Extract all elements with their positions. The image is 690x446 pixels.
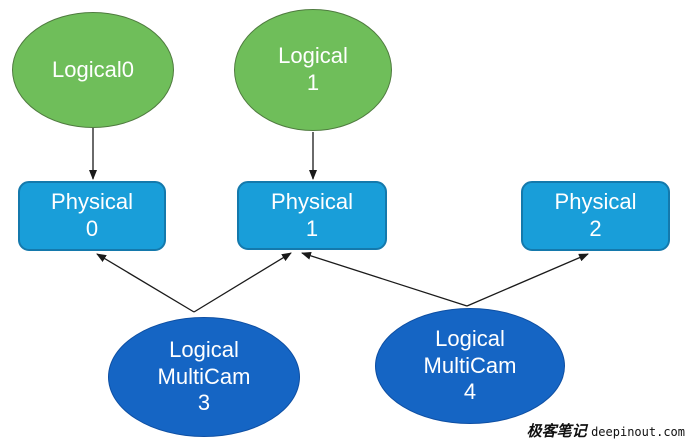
watermark-chinese: 极客笔记 — [526, 424, 587, 440]
edge-multicam3-physical1 — [193, 252, 292, 313]
node-multicam-3-label: Logical MultiCam 3 — [157, 336, 251, 416]
node-logical-1-label: Logical 1 — [278, 43, 348, 95]
node-multicam-4: Logical MultiCam 4 — [375, 308, 565, 424]
node-logical-0-label: Logical0 — [52, 56, 134, 82]
edge-multicam4-physical1 — [301, 251, 468, 307]
node-physical-0: Physical 0 — [18, 181, 166, 251]
node-logical-1: Logical 1 — [234, 9, 392, 131]
node-physical-0-label: Physical 0 — [51, 189, 133, 241]
edge-multicam3-physical0 — [96, 253, 195, 313]
node-multicam-3: Logical MultiCam 3 — [108, 317, 300, 437]
watermark-domain: deepinout.com — [591, 425, 685, 439]
node-logical-0: Logical0 — [12, 12, 174, 128]
node-physical-2-label: Physical 2 — [554, 189, 637, 241]
node-physical-1-label: Physical 1 — [271, 188, 353, 241]
edge-multicam4-physical2 — [466, 253, 589, 307]
node-multicam-4-label: Logical MultiCam 4 — [423, 325, 517, 405]
watermark: 极客笔记 deepinout.com — [527, 420, 685, 441]
node-physical-2: Physical 2 — [521, 181, 670, 251]
node-physical-1: Physical 1 — [237, 181, 387, 250]
